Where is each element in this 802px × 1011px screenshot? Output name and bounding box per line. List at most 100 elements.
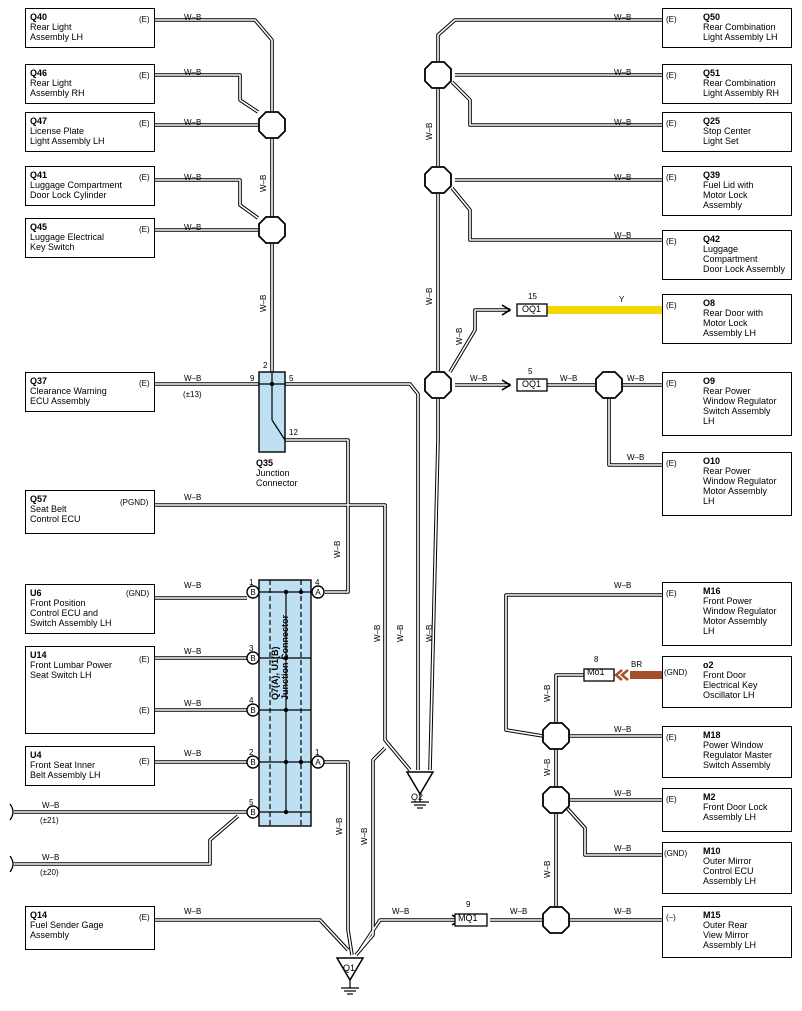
wire-color-label: W–B bbox=[614, 789, 632, 798]
ground-symbol bbox=[335, 957, 365, 995]
pin-number: 15 bbox=[528, 292, 537, 301]
wire-core bbox=[437, 19, 662, 62]
connector-pin: B bbox=[246, 651, 260, 665]
wire-core bbox=[155, 179, 259, 219]
junction-q7-text: Q7(A), U1(B) Junction Connector bbox=[270, 615, 290, 700]
pin-letter: B bbox=[250, 808, 255, 817]
component-name: Front Lumbar Power Seat Switch LH bbox=[30, 660, 113, 680]
wire-color-label: W–B bbox=[335, 817, 344, 835]
junction-q7-label: Q7(A), U1(B) Junction Connector bbox=[270, 580, 290, 700]
pin-label: (E) bbox=[666, 733, 677, 742]
brown-arrow bbox=[614, 669, 629, 681]
brown-wire bbox=[630, 671, 662, 679]
note-20: (±20) bbox=[40, 868, 59, 877]
component-name: Front Power Window Regulator Motor Assem… bbox=[703, 596, 777, 636]
component-name: Rear Light Assembly LH bbox=[30, 22, 84, 42]
inline-connector bbox=[583, 668, 615, 682]
pin-label: (E) bbox=[139, 225, 150, 234]
component-q42: Q42 Luggage Compartment Door Lock Assemb… bbox=[662, 230, 792, 280]
pin-label: (E) bbox=[139, 173, 150, 182]
component-code: M10 bbox=[703, 846, 721, 856]
component-q46: Q46 Rear Light Assembly RH bbox=[25, 64, 155, 104]
inline-connector-oq1-b: OQ1 bbox=[522, 379, 542, 389]
component-u4: U4 Front Seat Inner Belt Assembly LH bbox=[25, 746, 155, 786]
pin-letter: B bbox=[250, 758, 255, 767]
wire-core bbox=[505, 594, 662, 737]
wire bbox=[155, 178, 260, 220]
splice-point bbox=[258, 216, 286, 244]
splice-point bbox=[542, 906, 570, 934]
wire-core bbox=[451, 187, 662, 241]
wire-color-label: W–B bbox=[42, 801, 60, 810]
component-q50: Q50 Rear Combination Light Assembly LH bbox=[662, 8, 792, 48]
wire-color-label: W–B bbox=[425, 122, 434, 140]
wire-color-label: BR bbox=[631, 660, 643, 669]
wire-core bbox=[324, 761, 353, 956]
inline-connector-mo1: Mo1 bbox=[587, 667, 605, 677]
wire-color-label: W–B bbox=[543, 684, 552, 702]
wire-core bbox=[155, 19, 273, 112]
inline-connector bbox=[454, 913, 488, 927]
component-code: M16 bbox=[703, 586, 721, 596]
wire-core bbox=[155, 74, 259, 113]
component-o9: O9 Rear Power Window Regulator Switch As… bbox=[662, 372, 792, 436]
junction-code: Q35 bbox=[256, 458, 274, 468]
pin-label: (E) bbox=[139, 15, 150, 24]
pin-number: 8 bbox=[594, 655, 599, 664]
junction-dot bbox=[283, 655, 289, 661]
wire-core bbox=[555, 674, 584, 723]
connector-pin: A bbox=[311, 585, 325, 599]
component-q47: Q47 License Plate Light Assembly LH bbox=[25, 112, 155, 152]
component-code: M18 bbox=[703, 730, 721, 740]
wire-color-label: W–B bbox=[184, 68, 202, 77]
wire bbox=[554, 673, 584, 723]
pin-label: (E) bbox=[666, 795, 677, 804]
wire-color-label: W–B bbox=[259, 174, 268, 192]
pin-label: (–) bbox=[666, 913, 676, 922]
wire-color-label: W–B bbox=[184, 118, 202, 127]
connector-pin: B bbox=[246, 805, 260, 819]
component-name: Rear Combination Light Assembly RH bbox=[703, 78, 780, 98]
component-o2: o2 Front Door Electrical Key Oscillator … bbox=[662, 656, 792, 708]
connector-pin: B bbox=[246, 585, 260, 599]
component-code: Q45 bbox=[30, 222, 48, 232]
wire bbox=[436, 18, 662, 62]
splice-point bbox=[424, 61, 452, 89]
wire-color-label: W–B bbox=[455, 327, 464, 345]
splice-point bbox=[542, 722, 570, 750]
wire-color-label: W–B bbox=[543, 860, 552, 878]
component-m10: M10 Outer Mirror Control ECU Assembly LH bbox=[662, 842, 792, 894]
wire-color-label: W–B bbox=[510, 907, 528, 916]
pin-label: (E) bbox=[666, 119, 677, 128]
inline-connector-mq1: MQ1 bbox=[458, 913, 478, 923]
component-code: Q46 bbox=[30, 68, 48, 78]
pin-letter: A bbox=[315, 758, 321, 767]
component-name: Luggage Electrical Key Switch bbox=[30, 232, 105, 252]
component-o10: O10 Rear Power Window Regulator Motor As… bbox=[662, 452, 792, 516]
connector-pin: B bbox=[246, 755, 260, 769]
wire-core bbox=[451, 81, 662, 126]
wire-color-label: W–B bbox=[614, 13, 632, 22]
component-name: Luggage Compartment Door Lock Assembly bbox=[703, 244, 786, 274]
component-code: Q47 bbox=[30, 116, 48, 126]
component-q51: Q51 Rear Combination Light Assembly RH bbox=[662, 64, 792, 104]
wire-color-label: W–B bbox=[543, 758, 552, 776]
component-name: Stop Center Light Set bbox=[703, 126, 752, 146]
component-name: Front Position Control ECU and Switch As… bbox=[30, 598, 112, 628]
pin-label: (PGND) bbox=[120, 498, 149, 507]
wire-core bbox=[449, 309, 510, 373]
note-21: (±21) bbox=[40, 816, 59, 825]
component-name: Seat Belt Control ECU bbox=[30, 504, 81, 524]
wire-color-label: W–B bbox=[392, 907, 410, 916]
junction-dot bbox=[298, 759, 304, 765]
junction-dot bbox=[283, 707, 289, 713]
component-name: Front Seat Inner Belt Assembly LH bbox=[30, 760, 101, 780]
splice-point bbox=[424, 371, 452, 399]
junction-dot bbox=[283, 759, 289, 765]
wire-color-label: W–B bbox=[360, 827, 369, 845]
pin-number: 4 bbox=[249, 696, 254, 705]
wire-color-label: W–B bbox=[614, 173, 632, 182]
pin-label: (E) bbox=[666, 301, 677, 310]
wire-break bbox=[9, 855, 14, 873]
